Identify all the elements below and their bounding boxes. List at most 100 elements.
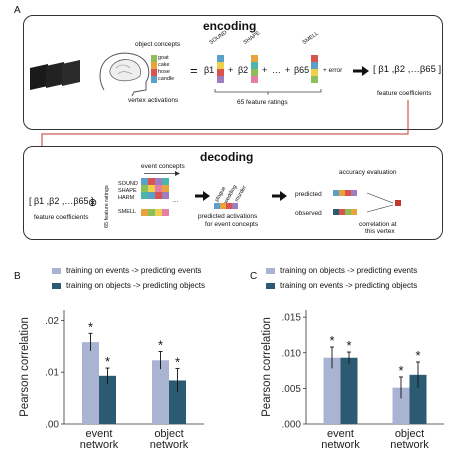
panel-c-letter: C (250, 271, 258, 282)
x-category-label: network (321, 439, 360, 451)
feature-ratings-vertical-label: 65 feature ratings (104, 185, 110, 228)
legend-b-swatch-2 (52, 282, 61, 289)
y-tick-label: .005 (282, 384, 302, 395)
legend-c-swatch-1 (266, 267, 275, 274)
matrix-cell (148, 185, 155, 192)
decoding-title: decoding (200, 150, 254, 164)
object-word-1: goat (158, 55, 169, 61)
stimulus-image-3 (62, 60, 80, 86)
panel-a-letter: A (14, 5, 21, 16)
y-tick-label: .000 (282, 420, 302, 431)
matrix-cell (155, 192, 162, 199)
matrix-cell (148, 178, 155, 185)
activation-column (151, 55, 157, 83)
beta-2: β2 (238, 65, 249, 75)
row-label-smell: SMELL (118, 209, 137, 215)
predicted-label: predicted (295, 191, 322, 198)
x-category-label: object (395, 428, 424, 440)
significance-star: * (158, 337, 163, 352)
legend-c-swatch-2 (266, 282, 275, 289)
panel-b-letter: B (14, 271, 21, 282)
matrix-cell (141, 185, 148, 192)
significance-star: * (398, 363, 403, 378)
arrow-to-evaluation (272, 191, 287, 201)
event-feature-matrix (141, 178, 169, 216)
bar (99, 375, 116, 424)
matrix-cell (162, 185, 169, 192)
feature-column-shape (251, 55, 258, 83)
matrix-cell (148, 192, 155, 199)
error-term: + error (323, 67, 343, 74)
accuracy-evaluation-label: accuracy evaluation (339, 169, 397, 176)
plus-1: + (228, 65, 234, 75)
significance-star: * (175, 355, 180, 370)
object-word-3: hose (158, 69, 170, 75)
y-tick-label: .02 (45, 316, 59, 327)
object-word-4: candle (158, 76, 175, 82)
predicted-activation-row (214, 203, 238, 209)
y-tick-label: .010 (282, 348, 302, 359)
legend-b-label-2: training on objects -> predicting object… (66, 281, 205, 290)
arrow-matrix-to-predicted (195, 191, 210, 201)
x-category-label: event (327, 428, 354, 440)
outer-product-symbol: ⊗ (88, 197, 98, 209)
bar (392, 387, 410, 424)
matrix-cell (155, 185, 162, 192)
encoding-coefficients: [ β1 ,β2 ,…β65 ] (373, 64, 442, 75)
evaluation-graphic (333, 190, 401, 215)
beta-1: β1 (204, 65, 215, 75)
feature-ratings-label: 65 feature ratings (237, 99, 288, 106)
x-category-label: network (80, 439, 119, 451)
significance-star: * (329, 333, 334, 348)
legend-c-item-2: training on events -> predicting objects (266, 281, 417, 290)
legend-b-item-2: training on objects -> predicting object… (52, 281, 205, 290)
row-label-harm: HARM (118, 195, 135, 201)
significance-star: * (88, 319, 93, 334)
legend-c-label-2: training on events -> predicting objects (280, 281, 418, 290)
encoding-title: encoding (203, 19, 257, 33)
stimulus-images (30, 60, 80, 90)
legend-b-item-1: training on events -> predicting events (52, 266, 201, 275)
bar (340, 357, 358, 424)
y-tick-label: .015 (282, 313, 302, 324)
feature-column-smell (311, 55, 318, 83)
object-concepts-label: object concepts (135, 41, 181, 48)
bar (82, 342, 99, 424)
bar (409, 374, 427, 424)
matrix-cell (148, 209, 155, 216)
brain-head-icon (99, 52, 150, 96)
object-word-2: cake (158, 62, 170, 68)
matrix-cell (141, 192, 148, 199)
x-category-label: event (86, 428, 113, 440)
matrix-cell (155, 178, 162, 185)
decoding-coefficients-label: feature coefficients (34, 214, 89, 221)
stimulus-image-1 (30, 64, 48, 90)
matrix-cell (162, 192, 169, 199)
legend-b-label-1: training on events -> predicting events (66, 266, 202, 275)
y-axis-label: Pearson correlation (19, 317, 31, 417)
observed-label: observed (295, 210, 322, 217)
for-event-concepts-label: for event concepts (205, 221, 259, 228)
feature-ratings-brace (214, 89, 322, 95)
encoding-box (23, 15, 443, 130)
plus-3: + (285, 65, 291, 75)
significance-star: * (415, 348, 420, 363)
bar (323, 357, 341, 424)
legend-c-item-1: training on objects -> predicting events (266, 266, 417, 275)
matrix-cell (162, 209, 169, 216)
arrow-to-coefficients (353, 66, 369, 76)
legend-c-label-1: training on objects -> predicting events (280, 266, 418, 275)
significance-star: * (346, 338, 351, 353)
equals-sign: = (190, 63, 198, 78)
matrix-cell (141, 178, 148, 185)
this-vertex-label: this vertex (365, 228, 395, 235)
x-category-label: object (154, 428, 183, 440)
y-tick-label: .00 (45, 420, 59, 431)
matrix-cell (141, 209, 148, 216)
row-label-sound: SOUND (118, 181, 138, 187)
decoding-coefficients: [ β1 ,β2 ,…β65 ] (29, 196, 94, 206)
significance-star: * (105, 354, 110, 369)
plus-2: + (262, 65, 268, 75)
feature-column-sound (217, 55, 224, 83)
